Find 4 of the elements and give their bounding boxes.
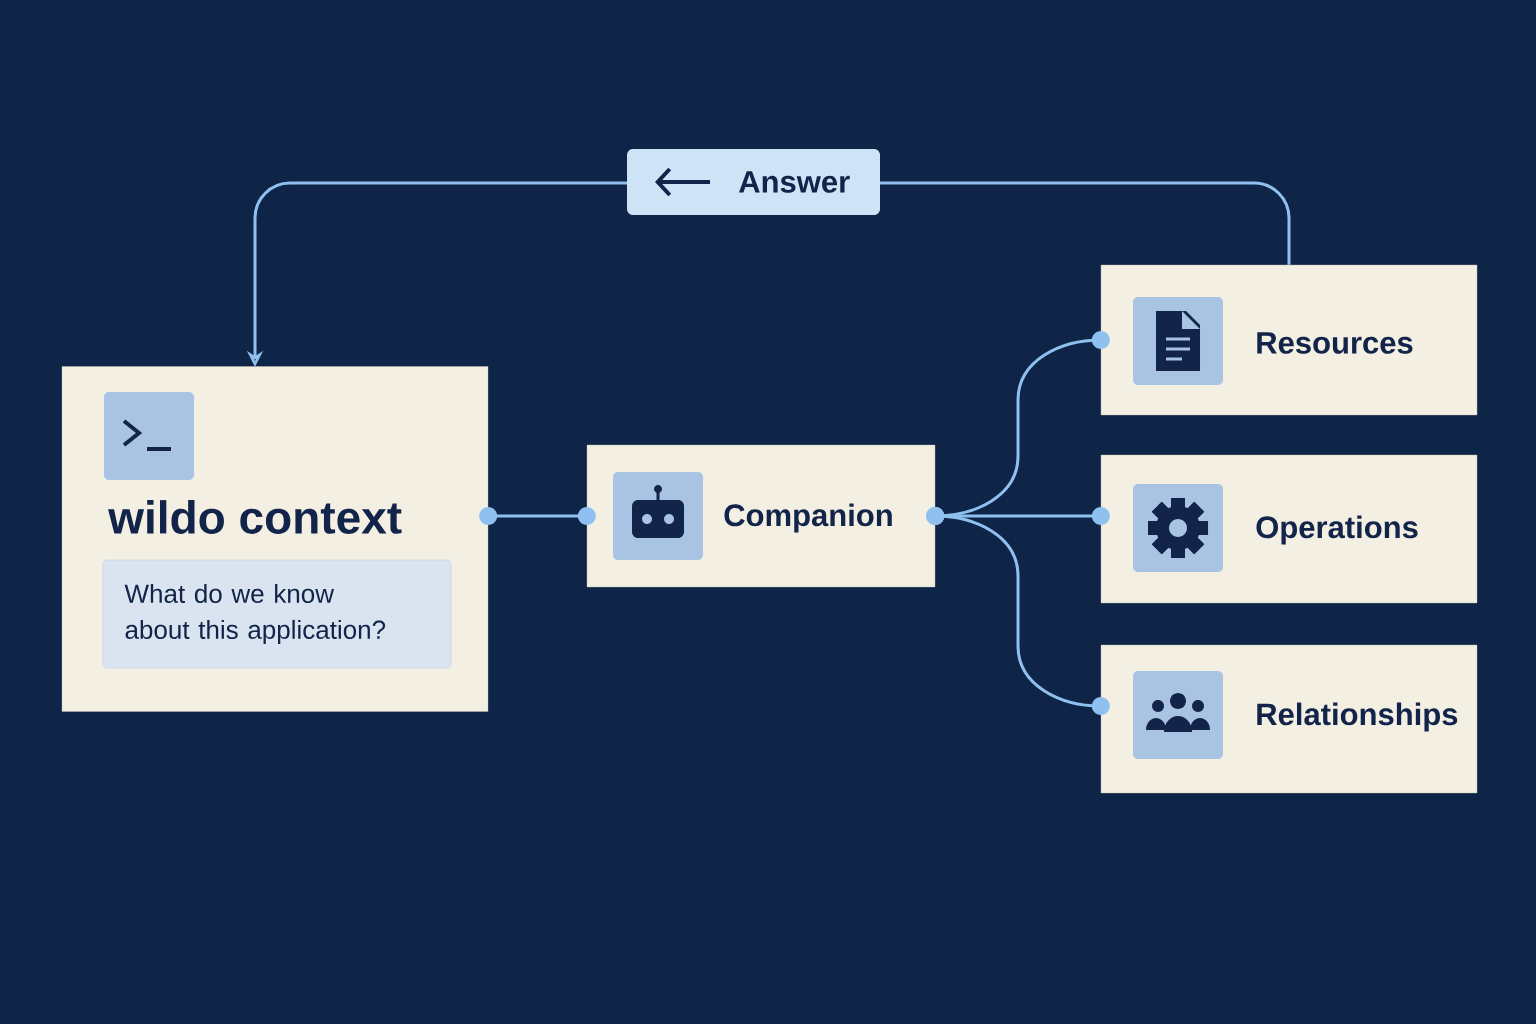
connector (479, 507, 596, 525)
edge-label: Answer (627, 149, 880, 215)
question-box: What do we know about this application? (102, 559, 452, 669)
connector (926, 507, 1110, 715)
